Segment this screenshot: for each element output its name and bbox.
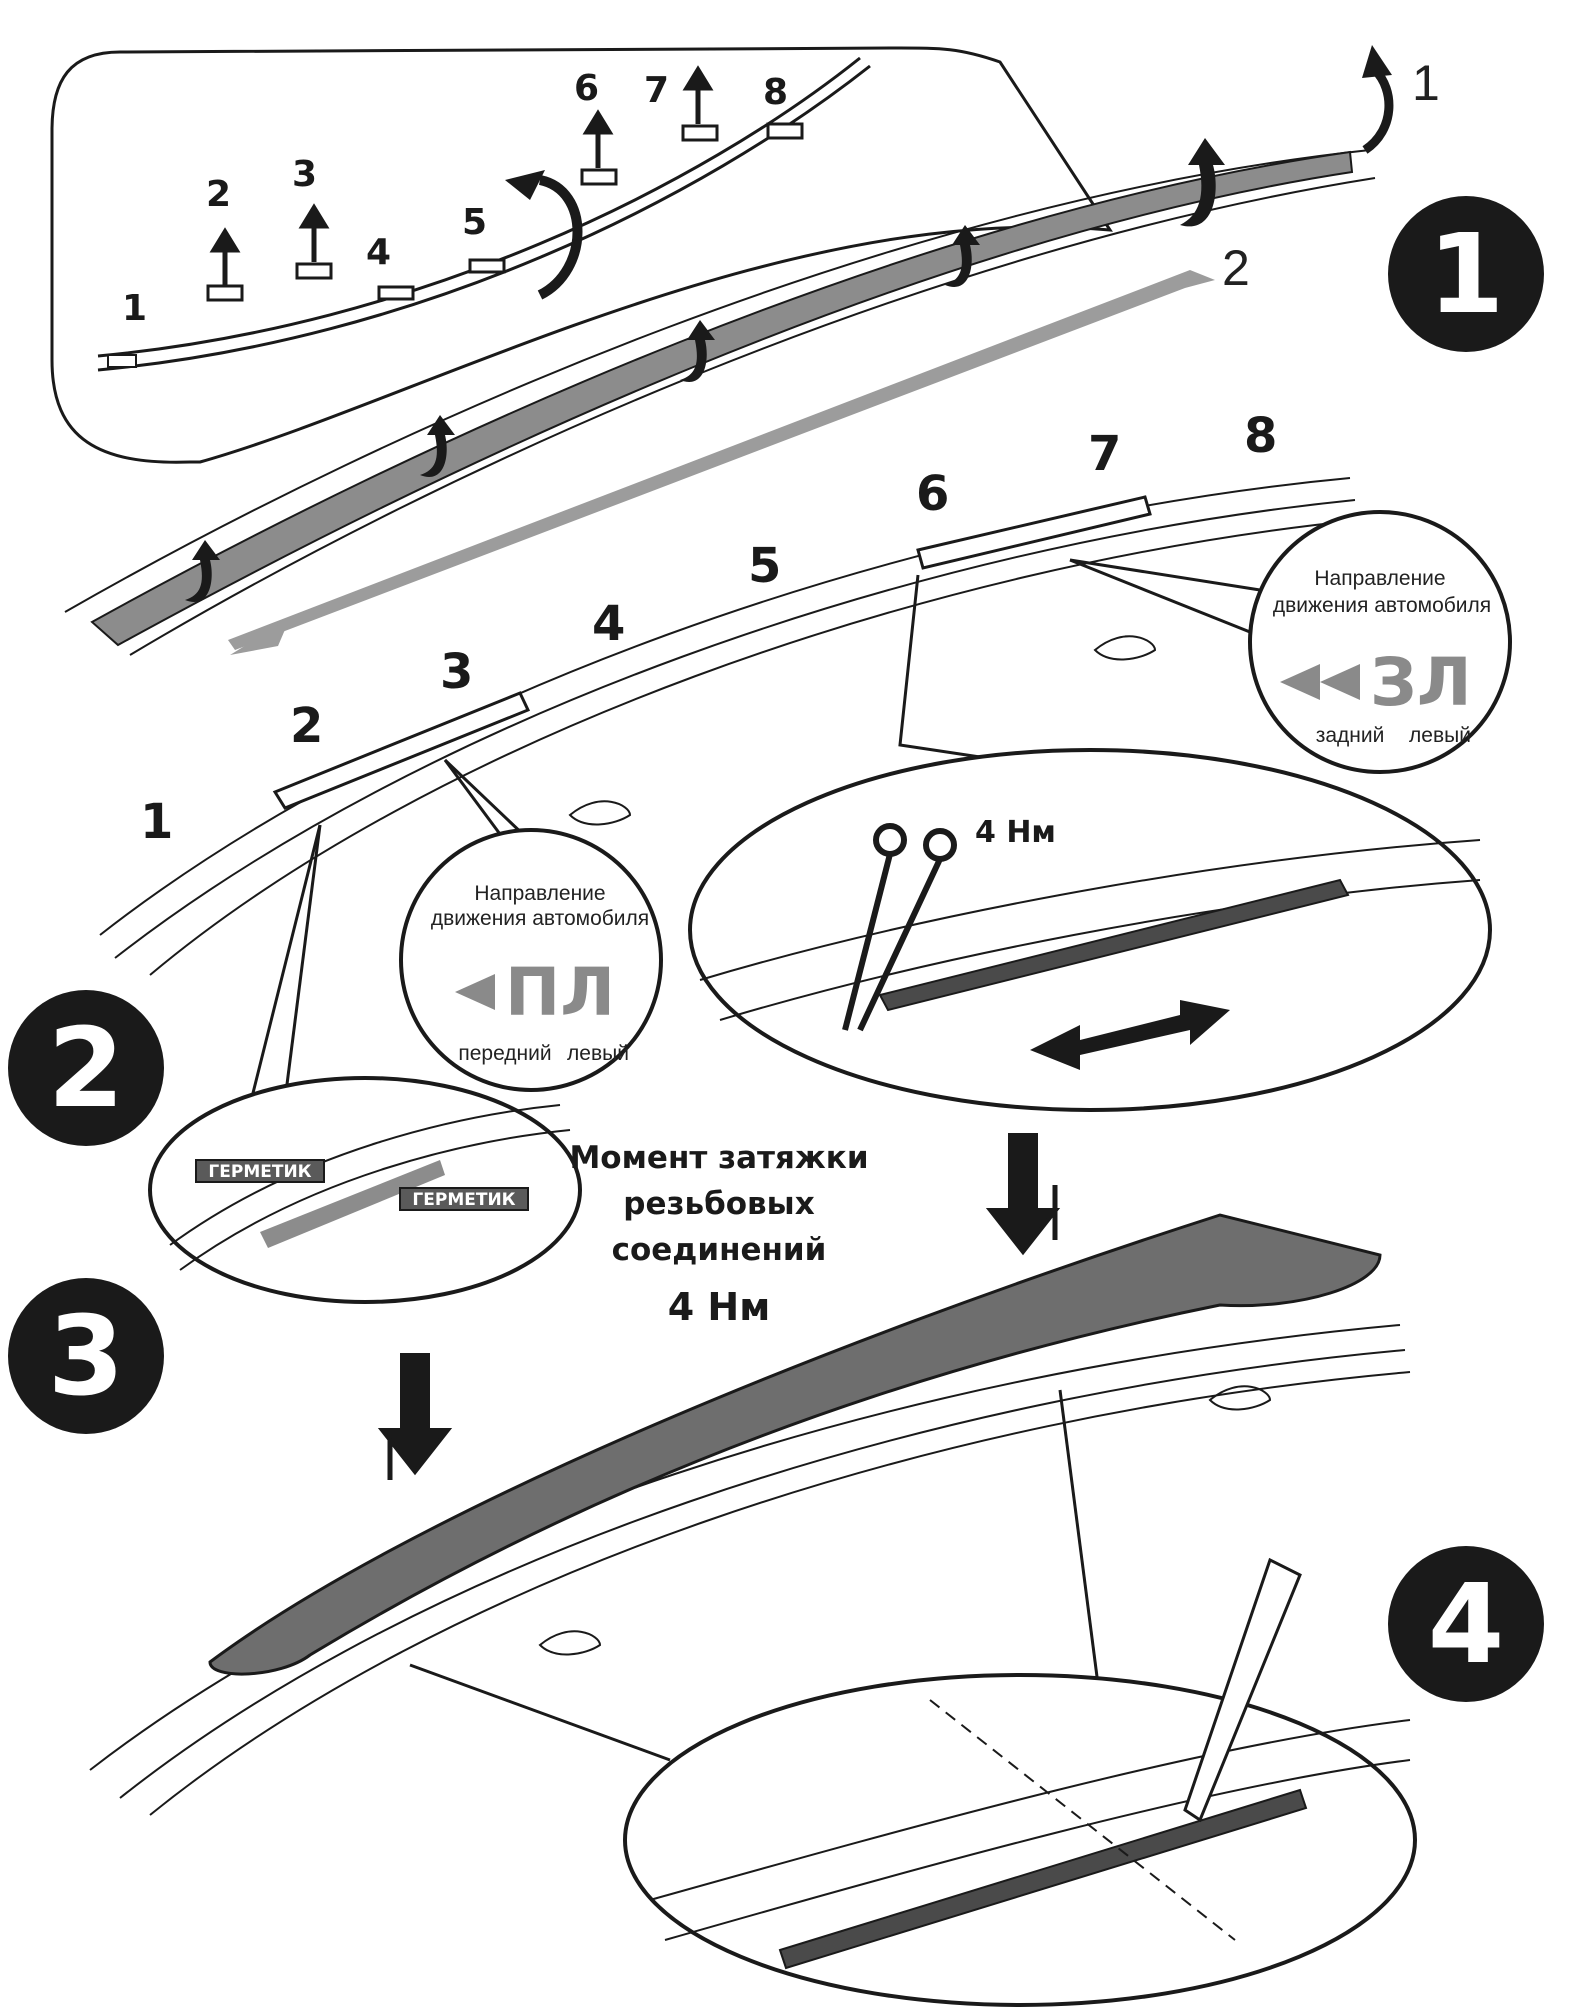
bracket-rear bbox=[916, 495, 1152, 570]
rotate-arrow-icon bbox=[537, 175, 583, 300]
step3-roof-rail bbox=[89, 1133, 1411, 1816]
arrow-left-icon bbox=[1320, 664, 1360, 700]
sealant-tag bbox=[195, 1159, 325, 1183]
step-number-1: 1 bbox=[1428, 210, 1505, 338]
lift-arrows bbox=[209, 65, 714, 285]
step4-marking-bubble bbox=[409, 1389, 1417, 2007]
callout-front: Направление движения автомобиля ПЛ перед… bbox=[399, 758, 663, 1092]
position-5: 5 bbox=[748, 538, 781, 594]
eye-icon bbox=[538, 1630, 602, 1656]
rotate-arrowhead-icon bbox=[505, 170, 545, 200]
roof-rail-bar bbox=[208, 1213, 1382, 1676]
step-number-3: 3 bbox=[48, 1292, 125, 1420]
mounting-bar bbox=[878, 878, 1350, 1012]
callout-front-sub-right: левый bbox=[567, 1042, 629, 1065]
mounting-bar bbox=[778, 1788, 1308, 1970]
arrow-left-icon bbox=[455, 974, 495, 1010]
step-number-4: 4 bbox=[1428, 1560, 1505, 1688]
lift-end-arrowhead-icon bbox=[1362, 45, 1392, 78]
peel-arrowhead bbox=[230, 618, 290, 655]
callout-front-code: ПЛ bbox=[505, 954, 615, 1031]
clip-7 bbox=[681, 124, 719, 142]
callout-rear-sub-right: левый bbox=[1409, 724, 1471, 747]
callout-rear-sub-left: задний bbox=[1316, 724, 1385, 747]
wrench-icon bbox=[842, 823, 957, 1032]
callout-front-heading-1: Направление bbox=[474, 882, 605, 905]
torque-detail-value: 4 Нм bbox=[975, 815, 1056, 850]
torque-note-line-1: Момент затяжки bbox=[569, 1140, 868, 1176]
position-6: 6 bbox=[916, 466, 949, 522]
eye-icon bbox=[568, 800, 632, 826]
peel-direction-arrow bbox=[228, 270, 1215, 650]
step-badge-3: 3 bbox=[8, 1278, 164, 1434]
arrow-left-icon bbox=[1280, 664, 1320, 700]
position-8: 8 bbox=[1244, 408, 1277, 464]
callout-front-sub-left: передний bbox=[458, 1042, 551, 1065]
zoom-label-2: 2 bbox=[206, 174, 231, 215]
sealant-tag bbox=[399, 1187, 529, 1211]
clip-4 bbox=[377, 285, 415, 301]
position-2: 2 bbox=[290, 698, 323, 754]
step-badge-4: 4 bbox=[1388, 1546, 1544, 1702]
torque-note-line-2: резьбовых bbox=[623, 1186, 814, 1222]
step1-roof-strip: 1 2 bbox=[64, 45, 1440, 656]
pencil-icon bbox=[1183, 1557, 1302, 1823]
arrow-label-2: 2 bbox=[1222, 240, 1250, 296]
callout-rear-code: ЗЛ bbox=[1370, 644, 1472, 721]
eye-icon bbox=[1093, 635, 1157, 661]
down-arrow-icon bbox=[377, 1133, 1061, 1476]
lift-end-arrow-icon bbox=[1362, 66, 1394, 154]
step2-roof-rail: 1 2 3 4 5 6 7 8 bbox=[99, 408, 1361, 976]
clip-3 bbox=[295, 262, 333, 280]
zoom-label-7: 7 bbox=[644, 70, 669, 111]
zoom-label-6: 6 bbox=[574, 68, 599, 109]
zoom-label-8: 8 bbox=[763, 72, 788, 113]
torque-detail-bubble: 4 Нм bbox=[688, 574, 1492, 1112]
eye-icon bbox=[1208, 1385, 1272, 1411]
step-number-2: 2 bbox=[48, 1004, 125, 1132]
position-4: 4 bbox=[592, 596, 625, 652]
torque-note: Момент затяжки резьбовых соединений 4 Нм bbox=[569, 1140, 868, 1329]
position-1: 1 bbox=[140, 794, 173, 850]
step-badge-2: 2 bbox=[8, 990, 164, 1146]
position-3: 3 bbox=[440, 644, 473, 700]
callout-rear-heading-2: движения автомобиля bbox=[1273, 594, 1491, 617]
marking-line bbox=[929, 1699, 1236, 1941]
bracket-front bbox=[272, 691, 531, 810]
double-arrow-icon bbox=[1030, 1000, 1230, 1070]
zoom-label-3: 3 bbox=[292, 154, 317, 195]
clip-1 bbox=[107, 354, 137, 368]
peel-curl-icons bbox=[185, 138, 1225, 602]
callout-rear: Направление движения автомобиля ЗЛ задни… bbox=[1069, 510, 1512, 774]
callout-front-heading-2: движения автомобиля bbox=[431, 907, 649, 930]
arrow-label-1: 1 bbox=[1412, 55, 1440, 111]
sealant-detail-bubble: ГЕРМЕТИК ГЕРМЕТИК bbox=[148, 824, 582, 1304]
position-7: 7 bbox=[1088, 426, 1121, 482]
sealant-label-1: ГЕРМЕТИК bbox=[208, 1162, 311, 1182]
zoom-label-4: 4 bbox=[366, 232, 391, 273]
torque-note-value: 4 Нм bbox=[668, 1285, 771, 1329]
step1-zoom-bubble: 1 2 3 4 5 6 7 8 bbox=[50, 46, 1113, 464]
sealant-label-2: ГЕРМЕТИК bbox=[412, 1190, 515, 1210]
clip-6 bbox=[580, 168, 618, 186]
callout-rear-heading-1: Направление bbox=[1314, 567, 1445, 590]
clip-8 bbox=[766, 122, 804, 140]
step-badge-1: 1 bbox=[1388, 196, 1544, 352]
zoom-label-1: 1 bbox=[122, 288, 147, 329]
sealant-strip bbox=[260, 1160, 445, 1248]
clip-2 bbox=[206, 284, 244, 302]
zoom-label-5: 5 bbox=[462, 202, 487, 243]
torque-note-line-3: соединений bbox=[612, 1232, 827, 1268]
protective-tape bbox=[90, 150, 1354, 647]
clip-5 bbox=[468, 258, 506, 274]
